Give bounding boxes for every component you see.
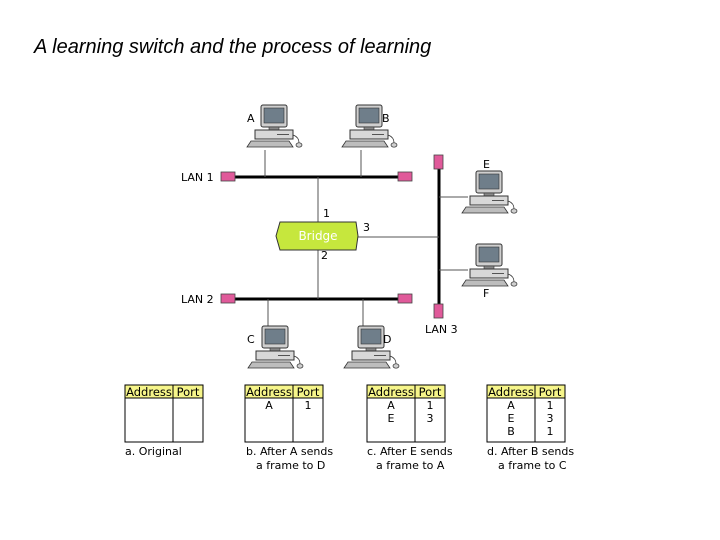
table-caption-line-2: a frame to C bbox=[498, 459, 567, 472]
table-header-port: Port bbox=[539, 385, 562, 399]
table-header-address: Address bbox=[368, 385, 414, 399]
lan2-terminator-right bbox=[397, 293, 413, 304]
station-e-computer-icon bbox=[461, 170, 518, 214]
table-header-address: Address bbox=[488, 385, 534, 399]
table-cell-port: 1 bbox=[305, 399, 312, 412]
table-b-after-a-sends: Address Port A 1 b. After A sends a fram… bbox=[244, 384, 333, 472]
port-label-3: 3 bbox=[363, 221, 370, 234]
lan1-label: LAN 1 bbox=[181, 171, 214, 184]
table-caption-line-2: a frame to D bbox=[256, 459, 325, 472]
table-caption-line-1: c. After E sends bbox=[367, 445, 453, 458]
table-caption-line-1: d. After B sends bbox=[487, 445, 574, 458]
table-cell-address: A bbox=[507, 399, 515, 412]
port-label-2: 2 bbox=[321, 249, 328, 262]
station-c-computer-icon bbox=[247, 325, 304, 369]
table-cell-address: B bbox=[507, 425, 515, 438]
table-cell-port: 3 bbox=[427, 412, 434, 425]
station-b-label: B bbox=[382, 112, 390, 125]
table-d-after-b-sends: Address Port A 1 E 3 B 1 d. After B send… bbox=[486, 384, 574, 472]
table-header-port: Port bbox=[419, 385, 442, 399]
table-header-port: Port bbox=[177, 385, 200, 399]
bridge-box bbox=[275, 221, 359, 251]
table-cell-port: 1 bbox=[427, 399, 434, 412]
table-cell-address: E bbox=[388, 412, 395, 425]
table-cell-address: E bbox=[508, 412, 515, 425]
station-a-computer-icon bbox=[246, 104, 303, 148]
table-a-original: Address Port a. Original bbox=[124, 384, 204, 458]
lan3-label: LAN 3 bbox=[425, 323, 458, 336]
lan3-terminator-top bbox=[433, 154, 444, 170]
table-caption-line-1: b. After A sends bbox=[246, 445, 333, 458]
table-header-address: Address bbox=[246, 385, 292, 399]
table-header-port: Port bbox=[297, 385, 320, 399]
table-cell-port: 1 bbox=[547, 425, 554, 438]
table-cell-port: 1 bbox=[547, 399, 554, 412]
lan1-terminator-left bbox=[220, 171, 236, 182]
lan3-terminator-bottom bbox=[433, 303, 444, 319]
station-c-label: C bbox=[247, 333, 255, 346]
lan1-terminator-right bbox=[397, 171, 413, 182]
station-f-computer-icon bbox=[461, 243, 518, 287]
slide-title: A learning switch and the process of lea… bbox=[34, 36, 432, 58]
table-caption-line-2: a frame to A bbox=[376, 459, 445, 472]
lan2-label: LAN 2 bbox=[181, 293, 214, 306]
port-label-1: 1 bbox=[323, 207, 330, 220]
table-cell-address: A bbox=[387, 399, 395, 412]
table-cell-port: 3 bbox=[547, 412, 554, 425]
station-e-label: E bbox=[483, 158, 490, 171]
table-c-after-e-sends: Address Port A 1 E 3 c. After E sends a … bbox=[366, 384, 453, 472]
lan2-terminator-left bbox=[220, 293, 236, 304]
bridge-label: Bridge bbox=[298, 229, 337, 243]
station-f-label: F bbox=[483, 287, 489, 300]
station-d-label: D bbox=[383, 333, 391, 346]
table-header-address: Address bbox=[126, 385, 172, 399]
table-cell-address: A bbox=[265, 399, 273, 412]
station-a-label: A bbox=[247, 112, 255, 125]
table-caption: a. Original bbox=[125, 445, 182, 458]
